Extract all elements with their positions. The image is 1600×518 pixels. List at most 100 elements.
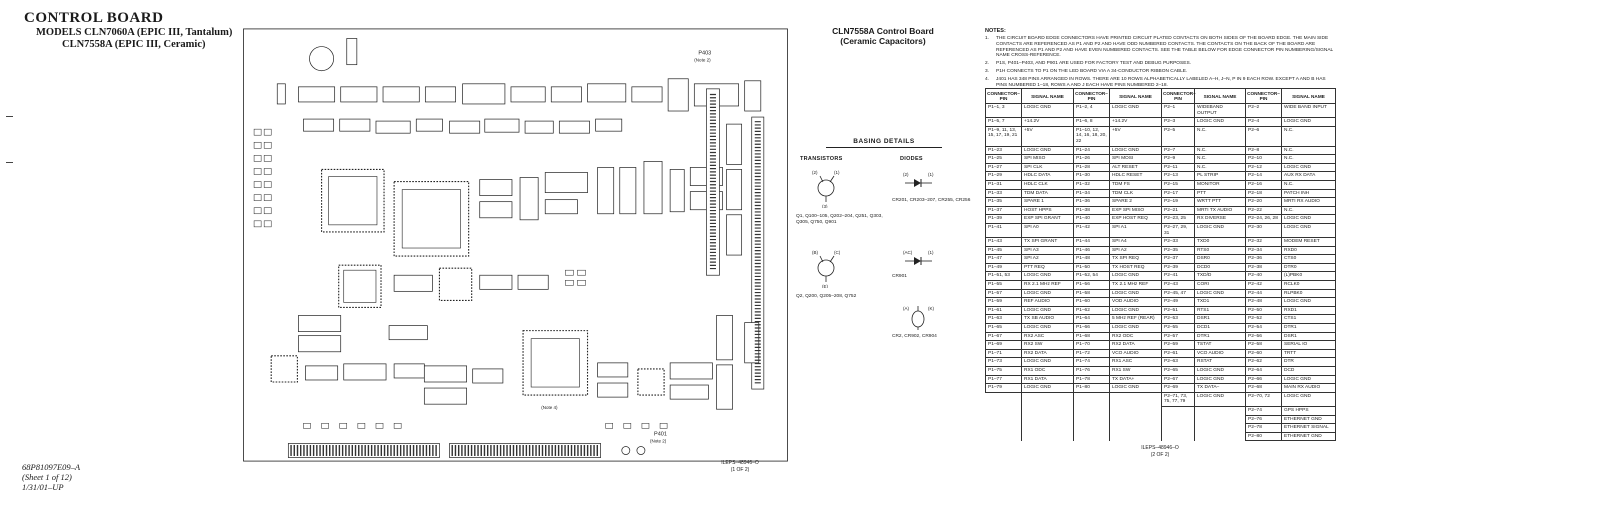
table-cell — [1161, 432, 1195, 441]
table-cell: HDLC CLK — [1021, 179, 1074, 190]
table-cell: N.C. — [1281, 179, 1336, 190]
table-cell: P1–2, 4 — [1073, 102, 1110, 119]
table-cell: LOGIC GND — [1109, 102, 1162, 119]
table-cell: LOGIC GND — [1109, 323, 1162, 333]
table-cell: P2–53 — [1161, 314, 1195, 325]
table-cell: DTR0 — [1281, 262, 1336, 273]
table-cell: P1–76 — [1073, 366, 1110, 376]
table-cell: P2–19 — [1161, 197, 1195, 207]
table-cell: HOST HPPS — [1021, 205, 1074, 216]
table-cell: +14.2V — [1109, 117, 1162, 127]
table-cell: P1–10, 12, 14, 16, 18, 20, 22 — [1073, 125, 1110, 147]
registration-mark — [6, 116, 13, 117]
table-cell: LOGIC GND — [1281, 297, 1336, 307]
table-cell: P2–1 — [1161, 102, 1195, 119]
diode-symbol-3: (A) (K) — [902, 304, 936, 335]
table-cell — [1021, 392, 1074, 407]
table-cell: P2–27, 29, 31 — [1161, 222, 1195, 239]
table-cell: RXD0 — [1281, 245, 1336, 256]
note-number: 2. — [985, 61, 990, 67]
table-cell: TX SPI GRANT — [1021, 237, 1074, 247]
table-cell: P1–30 — [1073, 171, 1110, 181]
table-cell: TX 2.1 MHz REF — [1109, 280, 1162, 290]
board-sheet-ref-sub: (1 OF 2) — [730, 466, 750, 473]
table-cell: P2–39 — [1161, 262, 1195, 273]
table-cell: LOGIC GND — [1194, 391, 1246, 407]
edge-connectors — [287, 443, 646, 458]
table-cell: P2–51 — [1161, 305, 1195, 316]
note-item: 2. P1S, P401–P403, AND P901 ARE USED FOR … — [985, 61, 1335, 67]
table-cell: P2–20 — [1245, 197, 1282, 207]
table-cell: DCD — [1281, 366, 1336, 376]
table-cell: DCD1 — [1194, 323, 1246, 333]
table-cell — [985, 392, 1022, 407]
table-cell — [985, 415, 1022, 424]
pin-label: (K) — [928, 306, 935, 311]
table-cell: P2–22 — [1245, 205, 1282, 216]
table-cell: LOGIC GND — [1281, 162, 1336, 173]
table-cell: P2–67 — [1161, 374, 1195, 385]
table-cell: P2–11 — [1161, 162, 1195, 173]
table-cell: P2–8 — [1245, 145, 1282, 156]
title-block-footer: 68P81097E09–A (Sheet 1 of 12) 1/31/01–UP — [22, 462, 80, 492]
table-cell: P1–56 — [1073, 280, 1110, 290]
table-cell: RX2 DATA — [1021, 348, 1074, 359]
table-cell: P2–68 — [1245, 383, 1282, 393]
table-cell: SPI A4 — [1109, 237, 1162, 247]
table-cell: P1–74 — [1073, 357, 1110, 367]
note-number: 4. — [985, 76, 990, 82]
table-cell: +14.2V — [1021, 117, 1074, 127]
table-cell: TDM FS — [1109, 179, 1162, 190]
table-cell: P1–45 — [985, 245, 1022, 256]
table-cell: N.C. — [1194, 145, 1246, 156]
table-cell: P1–35 — [985, 197, 1022, 207]
board-sheet-ref: ILEPS–48946–O (1 OF 2) — [688, 460, 792, 473]
table-cell: EXP SPI MISO — [1109, 205, 1162, 216]
table-cell: P1–72 — [1073, 348, 1110, 359]
table-cell: WIDE BAND INPUT — [1281, 102, 1336, 119]
table-cell: EXP SPI GRANT — [1021, 214, 1074, 224]
diode-group-2-caption: CR901 — [892, 274, 907, 279]
table-cell: LOGIC GND — [1109, 145, 1162, 156]
table-cell: RSTAT — [1194, 357, 1246, 367]
table-cell: P1–39 — [985, 214, 1022, 224]
notes-section: NOTES: 1.THE CIRCUIT BOARD EDGE CONNECTO… — [985, 28, 1335, 88]
pin-label: (AC) — [903, 250, 913, 255]
table-cell: VCO AUDIO — [1194, 348, 1246, 359]
table-cell: P1–60 — [1073, 297, 1110, 307]
table-cell: P1–52, 54 — [1073, 271, 1110, 282]
table-cell: P1–55 — [985, 280, 1022, 290]
table-cell: PL STRIP — [1194, 171, 1246, 181]
table-cell: TX SB AUDIO — [1021, 314, 1074, 325]
note-text: P1S, P401–P403, AND P901 ARE USED FOR FA… — [996, 61, 1191, 67]
table-cell: P1–9, 11, 13, 15, 17, 19, 21 — [985, 125, 1022, 147]
table-cell: P2–32 — [1245, 237, 1282, 247]
table-cell — [1161, 423, 1195, 433]
table-cell — [1194, 406, 1246, 416]
table-cell: LOGIC GND — [1021, 102, 1074, 119]
table-cell: DTR1 — [1281, 323, 1336, 333]
table-cell: WIDEBAND OUTPUT — [1194, 102, 1246, 119]
table-cell: P2–37 — [1161, 254, 1195, 264]
qfp-components — [270, 168, 665, 396]
table-cell: P1–25 — [985, 154, 1022, 164]
table-cell: TDM DATA — [1021, 188, 1074, 199]
table-cell: P1–5, 7 — [985, 117, 1022, 127]
table-cell: P2–7 — [1161, 145, 1195, 156]
table-cell: N.C. — [1281, 205, 1336, 216]
page-title: CONTROL BOARD — [24, 10, 164, 26]
transistor-symbol-2: (B) (C) (E) — [810, 248, 846, 293]
connector-p403-note: (Note 2) — [694, 58, 711, 63]
table-cell — [1073, 432, 1110, 441]
table-cell: EXP HOST REQ — [1109, 214, 1162, 224]
table-cell: LOGIC GND — [1194, 366, 1246, 376]
table-cell: P1–59 — [985, 297, 1022, 307]
table-cell: DCD0 — [1194, 262, 1246, 273]
table-cell: P1–37 — [985, 205, 1022, 216]
